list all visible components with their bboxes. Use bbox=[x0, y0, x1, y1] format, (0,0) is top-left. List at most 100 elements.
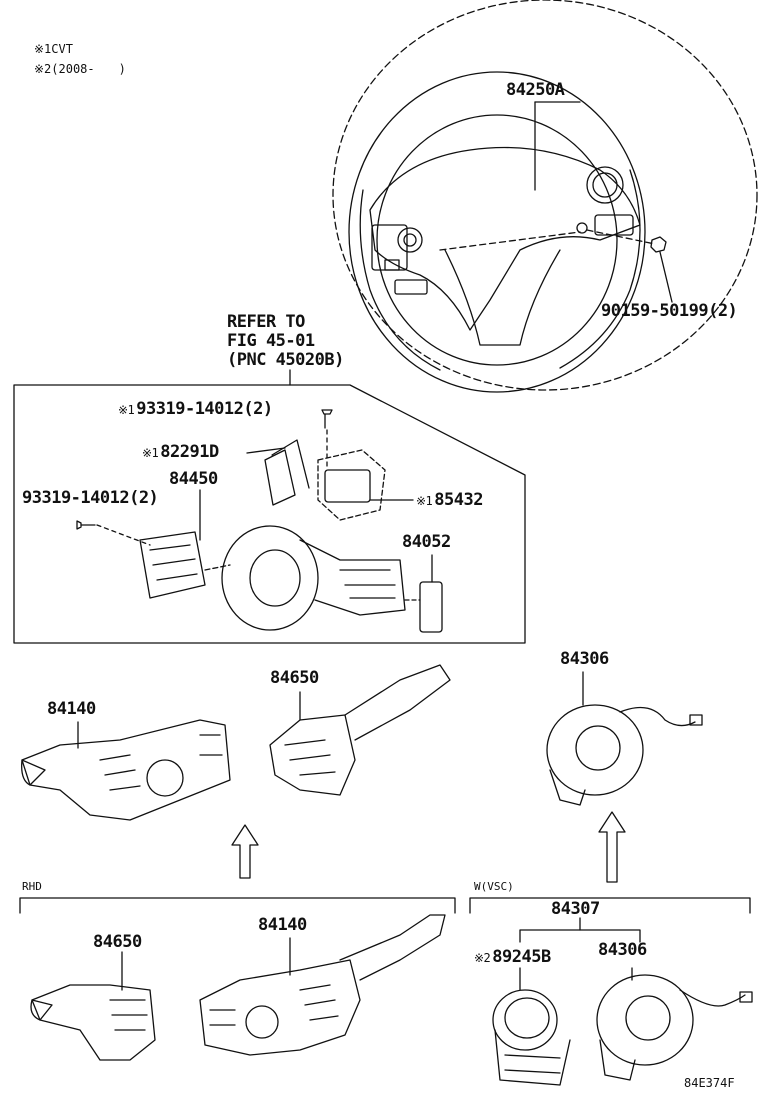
arrow-up-right bbox=[598, 811, 626, 883]
module-85432 bbox=[324, 469, 371, 503]
airbag-screw bbox=[576, 222, 588, 234]
refer-box bbox=[13, 369, 526, 644]
label-84140-upper: 84140 bbox=[47, 699, 96, 719]
spiral-cable-84306-lower-inner bbox=[625, 995, 671, 1041]
steering-wheel-outline-dashed bbox=[332, 0, 758, 391]
label-93319-top-text: 93319-14012(2) bbox=[136, 399, 273, 419]
label-84650-upper: 84650 bbox=[270, 668, 319, 688]
note-2-text: (2008- ) bbox=[51, 62, 126, 76]
combination-switch-detail bbox=[339, 569, 396, 599]
spiral-cable-84306-upper bbox=[546, 704, 644, 796]
switch-84140-lower-detail bbox=[209, 984, 339, 1026]
sensor-89245B-base bbox=[494, 1029, 571, 1086]
label-84306-lower: 84306 bbox=[598, 940, 647, 960]
switch-84650-upper bbox=[269, 714, 356, 796]
harness-82291D bbox=[264, 439, 310, 506]
switch-84140-lower-lever bbox=[339, 914, 446, 981]
label-84250A: 84250A bbox=[506, 80, 565, 100]
label-84052: 84052 bbox=[402, 532, 451, 552]
rim-right-grip bbox=[559, 169, 641, 369]
switch-84650-lower bbox=[31, 984, 156, 1061]
label-89245B-text: 89245B bbox=[492, 947, 551, 967]
switch-84450 bbox=[139, 531, 206, 599]
label-90159-50199: 90159-50199(2) bbox=[601, 301, 738, 321]
label-84140-lower: 84140 bbox=[258, 915, 307, 935]
label-93319-left: 93319-14012(2) bbox=[22, 488, 159, 508]
switch-84140-upper-knob bbox=[21, 759, 46, 786]
switch-left-dial bbox=[397, 227, 423, 253]
note-2-mark: ※2 bbox=[34, 62, 52, 76]
bolt-90159-leader bbox=[659, 251, 673, 303]
sensor-89245B-inner bbox=[504, 997, 550, 1039]
note-2: ※2(2008- ) bbox=[34, 63, 126, 75]
spiral-cable-84306-lower bbox=[596, 974, 694, 1066]
combination-switch-hole bbox=[249, 549, 301, 607]
lower-row-parts bbox=[30, 914, 753, 1086]
label-w-vsc: W(VSC) bbox=[474, 880, 514, 893]
airbag-leader-line bbox=[439, 231, 581, 251]
switch-84140-lower-hole bbox=[245, 1005, 279, 1039]
arrows bbox=[231, 811, 626, 883]
sensor-89245B bbox=[492, 989, 558, 1051]
bracket-rhd bbox=[19, 897, 456, 914]
label-refer-line-3: (PNC 45020B) bbox=[227, 350, 344, 370]
label-82291D-text: 82291D bbox=[160, 442, 219, 462]
switch-84140-lower bbox=[199, 959, 361, 1056]
spiral-cable-84306-upper-base bbox=[549, 769, 586, 806]
spiral-cable-84306-lower-base bbox=[599, 1039, 636, 1081]
bolt-leader-line bbox=[586, 229, 656, 245]
switch-84650-upper-lever bbox=[344, 664, 451, 741]
label-84450: 84450 bbox=[169, 469, 218, 489]
horn-button-inner bbox=[592, 172, 618, 198]
switch-84140-upper-hole bbox=[146, 759, 184, 797]
label-84307: 84307 bbox=[551, 899, 600, 919]
figure-code: 84E374F bbox=[684, 1076, 735, 1090]
rim-left-grip bbox=[359, 189, 441, 371]
label-85432-text: 85432 bbox=[434, 490, 483, 510]
steering-wheel bbox=[332, 0, 758, 393]
label-84650-lower: 84650 bbox=[93, 932, 142, 952]
connector-84052 bbox=[419, 581, 443, 633]
label-refer-line-2: FIG 45-01 bbox=[227, 331, 315, 351]
arrow-up-left bbox=[231, 824, 259, 879]
switch-left-button-2 bbox=[394, 279, 428, 295]
combination-switch-body bbox=[221, 525, 319, 631]
sensor-89245B-base-detail bbox=[504, 1054, 561, 1074]
steering-wheel-rim-outer bbox=[348, 71, 646, 393]
steering-wheel-rim-inner bbox=[376, 114, 618, 366]
upper-row-parts bbox=[21, 664, 703, 821]
switch-84140-upper-detail bbox=[99, 734, 223, 791]
label-82291D-mark: ※1 bbox=[142, 446, 159, 460]
screw-93319-left bbox=[76, 520, 96, 530]
module-85432-box bbox=[317, 449, 386, 521]
label-refer-line-1: REFER TO bbox=[227, 312, 305, 332]
label-89245B-mark: ※2 bbox=[474, 951, 491, 965]
harness-82291D-leader bbox=[246, 447, 286, 454]
steering-wheel-spoke-lower bbox=[444, 249, 561, 346]
label-85432-mark: ※1 bbox=[416, 494, 433, 508]
horn-button bbox=[586, 166, 624, 204]
spiral-cable-84306-lower-plug bbox=[739, 991, 753, 1003]
refer-box-outline bbox=[13, 384, 526, 644]
section-brackets bbox=[19, 897, 751, 914]
switch-84450-detail bbox=[149, 544, 198, 581]
combination-switch-arm bbox=[299, 539, 406, 616]
note-1: ※1CVT bbox=[34, 43, 73, 55]
label-93319-top-mark: ※1 bbox=[118, 403, 135, 417]
spiral-cable-84306-upper-inner bbox=[575, 725, 621, 771]
spiral-cable-84306-upper-plug bbox=[689, 714, 703, 726]
switch-84140-upper bbox=[21, 719, 231, 821]
bolt-90159 bbox=[650, 236, 667, 253]
bracket-wvsc bbox=[469, 897, 751, 914]
switch-left-dial-inner bbox=[403, 233, 417, 247]
note-1-mark: ※1 bbox=[34, 42, 52, 56]
switch-right-block bbox=[594, 214, 634, 236]
switch-84650-lower-knob bbox=[30, 999, 53, 1021]
label-rhd: RHD bbox=[22, 880, 42, 893]
